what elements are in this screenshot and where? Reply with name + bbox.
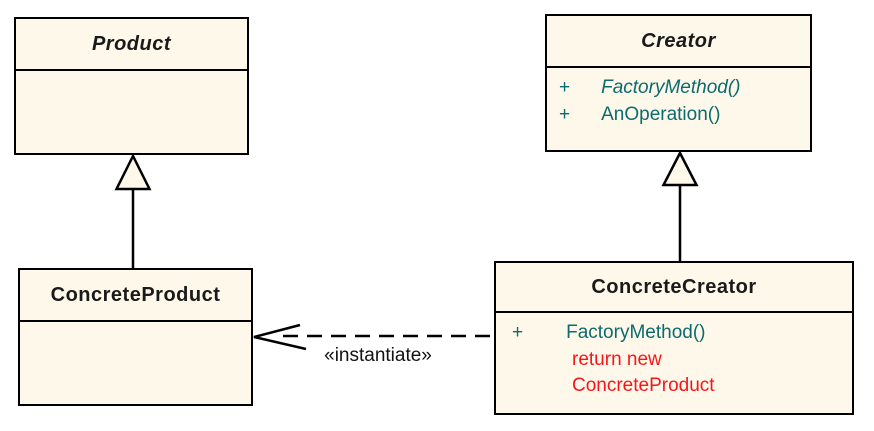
method-name: AnOperation() <box>601 104 721 125</box>
class-title-creator: Creator <box>547 16 810 68</box>
class-body-product <box>16 71 247 80</box>
class-box-product[interactable]: Product <box>14 17 249 155</box>
class-box-concrete-product[interactable]: ConcreteProduct <box>18 268 253 406</box>
method-anoperation: + AnOperation() <box>547 104 810 131</box>
note-concrete-product: ConcreteProduct <box>572 375 715 396</box>
hollow-triangle-icon <box>114 153 152 191</box>
class-body-concrete-creator: + FactoryMethod() return new ConcretePro… <box>496 313 852 401</box>
class-body-concrete-product <box>20 322 251 331</box>
class-body-creator: + FactoryMethod() + AnOperation() <box>547 68 810 131</box>
class-title-concrete-creator: ConcreteCreator <box>496 263 852 313</box>
class-title-concrete-product: ConcreteProduct <box>20 270 251 322</box>
class-title-product: Product <box>16 19 247 71</box>
visibility-plus: + <box>559 77 571 98</box>
note-return-new: return new <box>572 349 662 370</box>
method-name: FactoryMethod() <box>601 77 741 98</box>
generalization-arrow-creator <box>661 150 699 261</box>
class-box-creator[interactable]: Creator + FactoryMethod() + AnOperation(… <box>545 14 812 152</box>
hollow-triangle-icon <box>661 150 699 187</box>
method-name: FactoryMethod() <box>566 322 706 343</box>
class-box-concrete-creator[interactable]: ConcreteCreator + FactoryMethod() return… <box>494 261 854 415</box>
instantiate-edge-label: «instantiate» <box>324 345 432 366</box>
visibility-plus: + <box>512 322 524 343</box>
method-factorymethod: + FactoryMethod() <box>547 77 810 104</box>
generalization-arrow-product <box>114 153 152 268</box>
visibility-plus: + <box>559 104 571 125</box>
method-factorymethod: + FactoryMethod() <box>496 322 852 349</box>
